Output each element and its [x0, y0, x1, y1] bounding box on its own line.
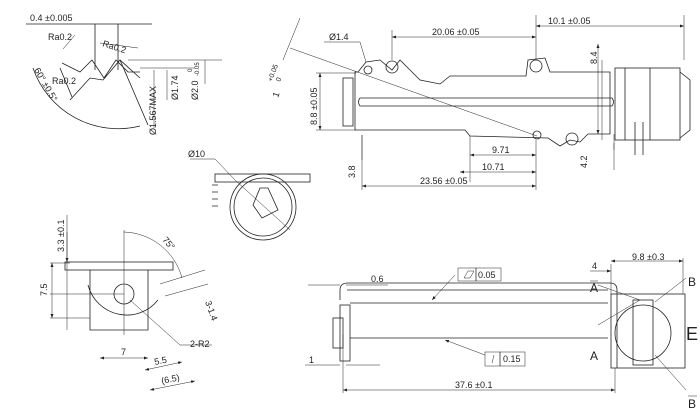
ra-top-label: Ra0.2	[48, 32, 72, 42]
dim-7-label: 7	[121, 347, 126, 357]
dim-3-8-label: 3.8	[347, 165, 357, 178]
pin-a-label: A	[590, 349, 598, 363]
major-diameter-label: Ø2.0	[190, 80, 200, 100]
ra-root-label: Ra0.2	[52, 76, 76, 86]
thread-detail-view: 0.4 ±0.005 Ra0.2 Ra0.2 Ra0.2 60° ±0.5° Ø…	[26, 13, 222, 135]
dim-6-5-label: (6.5)	[160, 372, 180, 386]
hole-diameter-label: Ø1.4	[329, 32, 349, 42]
motor-diameter-label: Ø10	[188, 149, 205, 159]
dim-23-56-label: 23.56 ±0.05	[420, 176, 467, 186]
ra-flank-label: Ra0.2	[101, 38, 127, 55]
hole-spacing-label: 20.06 ±0.05	[432, 27, 479, 37]
motor-length-label: 10.1 ±0.05	[548, 16, 590, 26]
pitch-diameter-label: Ø1.74	[170, 75, 180, 100]
dim-0-6-label: 0.6	[371, 274, 384, 284]
end-view: Ø10	[188, 149, 311, 241]
dim-10-71-label: 10.71	[482, 162, 505, 172]
root-diameter-label: Ø1.567MAX	[148, 86, 158, 135]
pin-a-bar-label: A	[590, 281, 598, 295]
overall-length-label: 37.6 ±0.1	[455, 380, 492, 390]
thread-pitch-label: 0.4 ±0.005	[30, 13, 72, 23]
motor-offset-label: 8.4	[589, 51, 599, 64]
major-diameter-tol-upper: 0	[188, 68, 194, 72]
pin-b-bar-label: B	[688, 397, 696, 411]
dim-3-3-label: 3.3 ±0.1	[56, 220, 66, 252]
dim-5-5-label: 5.5	[153, 355, 167, 367]
flatness-value: 0.05	[478, 270, 496, 280]
major-diameter-tol-lower: -0.05	[195, 62, 201, 76]
dim-7-5-label: 7.5	[39, 283, 49, 296]
view-e-label: E	[686, 324, 698, 344]
pin-b-label: B	[688, 275, 696, 289]
dim-4-2-label: 4.2	[579, 155, 589, 168]
pins-label: 3-1.4	[203, 299, 219, 322]
top-view: Ø1.4 1 +0.05 0 20.06 ±0.05 10.1 ±0.05 8.…	[267, 15, 691, 190]
runout-value: 0.15	[503, 354, 521, 364]
front-view: 0.6 0.05 0.15 1 37.6 ±0.1 4 9.8 ±0.3 A A…	[305, 252, 698, 411]
thickness-label: 1	[270, 91, 281, 99]
thickness-tol-lower: 0	[275, 77, 283, 83]
dim-1-label: 1	[309, 355, 314, 365]
angle-75-label: 75°	[160, 235, 177, 252]
dim-9-71-label: 9.71	[492, 145, 510, 155]
dim-4-label: 4	[592, 261, 597, 271]
motor-width-label: 9.8 ±0.3	[632, 252, 664, 262]
height-label: 8.8 ±0.05	[309, 88, 319, 125]
side-view: 3.3 ±0.1 7.5 75° 3-1.4 2-R2 7 5.5 (6.5)	[39, 215, 220, 391]
radius-label: 2-R2	[190, 339, 210, 349]
